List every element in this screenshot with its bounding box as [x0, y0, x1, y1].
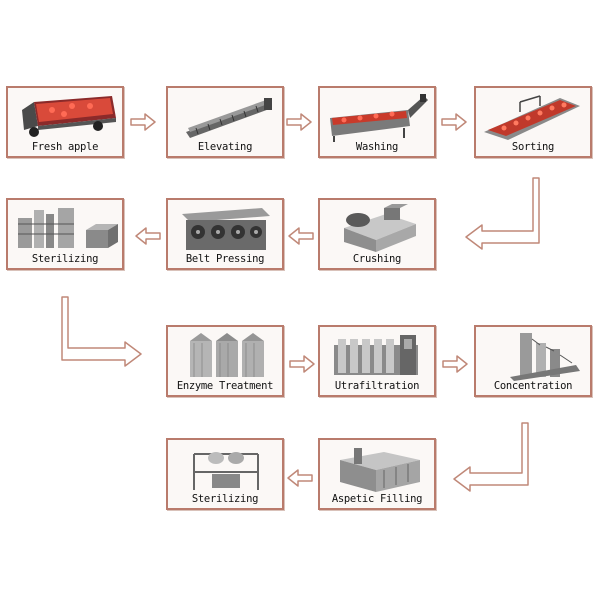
bent-arrow-1: [465, 177, 540, 250]
step-sorting: Sorting: [474, 86, 592, 158]
washer-icon: [330, 94, 428, 142]
belt-press-icon: [182, 208, 270, 250]
tanks-icon: [190, 333, 264, 377]
step-enzyme-treatment: Enzyme Treatment: [166, 325, 284, 397]
step-sterilizing-1: Sterilizing: [6, 198, 124, 270]
arrow-left-1: [135, 227, 161, 245]
filler-icon: [193, 452, 259, 490]
step-crushing: Crushing: [318, 198, 436, 270]
step-label: Sterilizing: [191, 493, 259, 505]
arrow-right-1: [130, 113, 156, 131]
arrow-left-3: [287, 469, 313, 487]
arrow-right-2: [286, 113, 312, 131]
arrow-left-2: [288, 227, 314, 245]
conveyor-icon: [186, 98, 272, 138]
bent-arrow-3: [453, 422, 529, 492]
step-label: Crushing: [352, 253, 402, 265]
crusher-icon: [344, 204, 416, 252]
step-belt-pressing: Belt Pressing: [166, 198, 284, 270]
step-label: Sterilizing: [31, 253, 99, 265]
evaporator-icon: [510, 333, 580, 381]
arrow-right-5: [442, 355, 468, 373]
step-label: Sorting: [511, 141, 555, 153]
truck-icon: [22, 96, 116, 137]
step-label: Washing: [355, 141, 399, 153]
step-label: Concentration: [493, 380, 573, 392]
sorting-conveyor-icon: [484, 95, 580, 140]
bent-arrow-2: [61, 296, 142, 367]
step-concentration: Concentration: [474, 325, 592, 397]
arrow-right-3: [441, 113, 467, 131]
step-label: Enzyme Treatment: [176, 380, 274, 392]
arrow-right-4: [289, 355, 315, 373]
step-elevating: Elevating: [166, 86, 284, 158]
step-fresh-apple: Fresh apple: [6, 86, 124, 158]
step-sterilizing-2: Aspetic Filling: [318, 438, 436, 510]
sterilizer-skid-icon: [340, 448, 420, 492]
step-utrafiltration: Utrafiltration: [318, 325, 436, 397]
step-washing: Washing: [318, 86, 436, 158]
step-aspetic-filling: Sterilizing: [166, 438, 284, 510]
sterilizer-plant-icon: [18, 208, 118, 248]
membrane-filter-icon: [334, 335, 418, 375]
step-label: Fresh apple: [31, 141, 99, 153]
step-label: Aspetic Filling: [331, 493, 423, 505]
step-label: Belt Pressing: [185, 253, 265, 265]
step-label: Utrafiltration: [334, 380, 420, 392]
step-label: Elevating: [197, 141, 253, 153]
